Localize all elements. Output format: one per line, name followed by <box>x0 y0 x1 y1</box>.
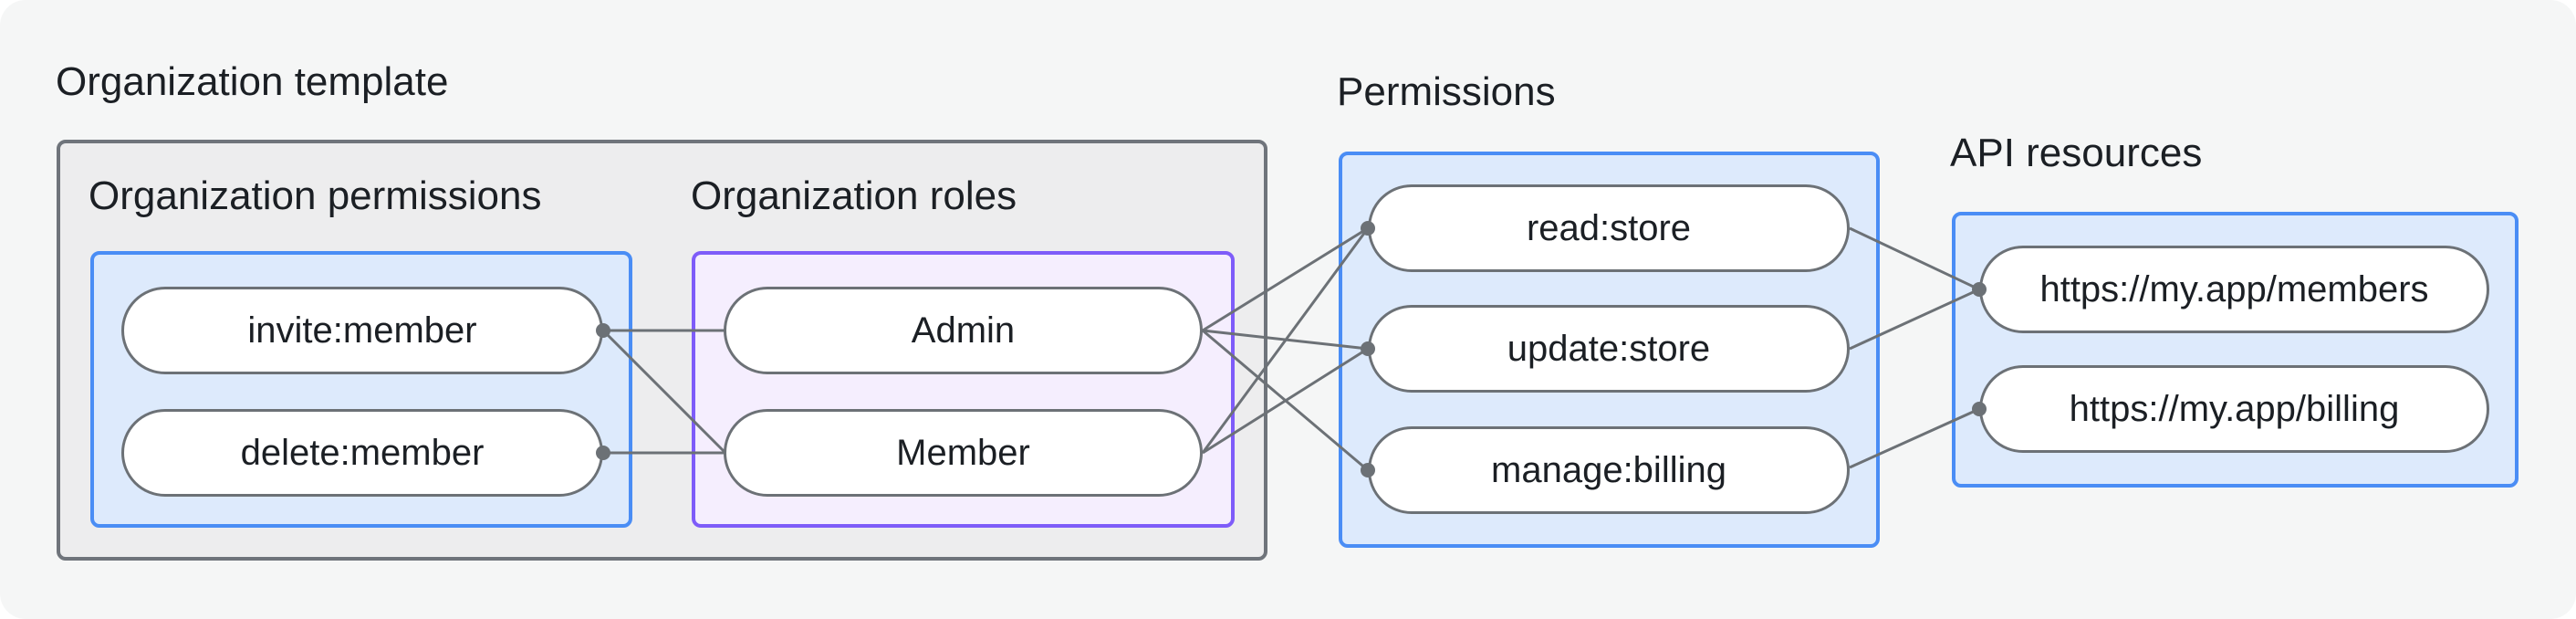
permissions-label: Permissions <box>1337 69 1556 114</box>
org-template-label: Organization template <box>56 59 449 104</box>
node-invite-member: invite:member <box>121 287 603 374</box>
org-permissions-label: Organization permissions <box>89 173 542 218</box>
node-delete-member: delete:member <box>121 409 603 497</box>
node-member-role: Member <box>724 409 1203 497</box>
node-update-store: update:store <box>1368 305 1850 393</box>
node-admin-role: Admin <box>724 287 1203 374</box>
node-members-url: https://my.app/members <box>1979 246 2489 333</box>
node-read-store: read:store <box>1368 184 1850 272</box>
node-billing-url: https://my.app/billing <box>1979 365 2489 453</box>
node-manage-billing: manage:billing <box>1368 426 1850 514</box>
org-roles-label: Organization roles <box>691 173 1017 218</box>
api-resources-label: API resources <box>1950 131 2203 175</box>
